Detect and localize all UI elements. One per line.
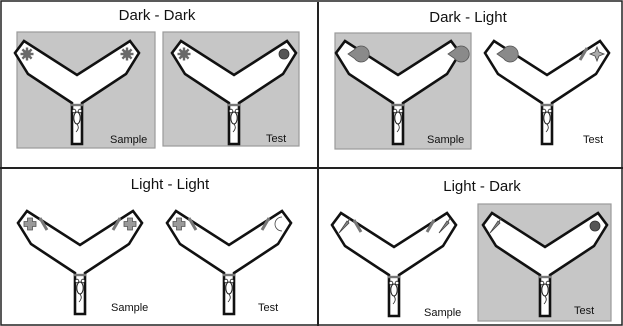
y-maze-outline [170,39,298,146]
label-light-dark-sample: Sample [424,307,461,319]
arena-light-dark-test [477,203,612,322]
mouse-icon [388,280,400,305]
panel-title-light-dark: Light - Dark [443,178,521,195]
y-maze-outline [334,39,462,146]
mouse-icon [74,278,86,303]
label-dark-dark-sample: Sample [110,134,147,146]
right-object-cross-icon [123,217,137,231]
label-light-light-test: Test [258,302,278,314]
y-maze-outline [16,209,144,316]
y-maze-outline [481,211,609,318]
arena-dark-dark-test [162,31,300,147]
left-object-gear-icon [177,47,191,61]
right-object-star-icon [588,45,606,63]
mouse-icon [71,108,83,133]
arena-light-dark-sample [330,211,458,318]
right-object-circle-icon [278,48,290,60]
left-object-carrot-icon [338,217,351,234]
left-object-cross-icon [23,217,37,231]
right-object-circle-icon [589,220,601,232]
right-arm-gate [425,219,436,233]
panel-title-dark-dark: Dark - Dark [119,7,196,24]
label-dark-light-test: Test [583,134,603,146]
arena-dark-light-test [483,39,611,146]
left-object-gear-icon [20,47,34,61]
y-maze-outline [13,39,141,146]
left-object-pacman-icon [347,45,370,63]
right-object-gear-icon [120,47,134,61]
right-object-moon-icon [274,216,283,232]
arena-light-light-sample [16,209,144,316]
panel-title-light-light: Light - Light [131,176,210,193]
mouse-icon [392,108,404,133]
mouse-icon [228,108,240,133]
right-object-carrot-icon [438,217,451,234]
label-light-dark-test: Test [574,305,594,317]
left-object-cross-icon [172,217,186,231]
y-maze-outline [330,211,458,318]
left-arm-gate [187,217,198,231]
label-dark-dark-test: Test [266,133,286,145]
arena-dark-light-sample [334,32,472,150]
y-maze-outline [483,39,611,146]
mouse-icon [223,278,235,303]
mouse-icon [539,280,551,305]
right-arm-gate [578,47,589,61]
arena-light-light-test [165,209,293,316]
right-object-pacman-icon [447,45,470,63]
y-maze-outline [165,209,293,316]
label-light-light-sample: Sample [111,302,148,314]
mouse-icon [541,108,553,133]
label-dark-light-sample: Sample [427,134,464,146]
left-arm-gate [38,217,49,231]
right-arm-gate [111,217,122,231]
left-object-pacman-icon [496,45,519,63]
right-arm-gate [260,217,271,231]
panel-title-dark-light: Dark - Light [429,9,507,26]
arena-dark-dark-sample [13,31,156,149]
left-object-carrot-icon [489,217,502,234]
left-arm-gate [352,219,363,233]
